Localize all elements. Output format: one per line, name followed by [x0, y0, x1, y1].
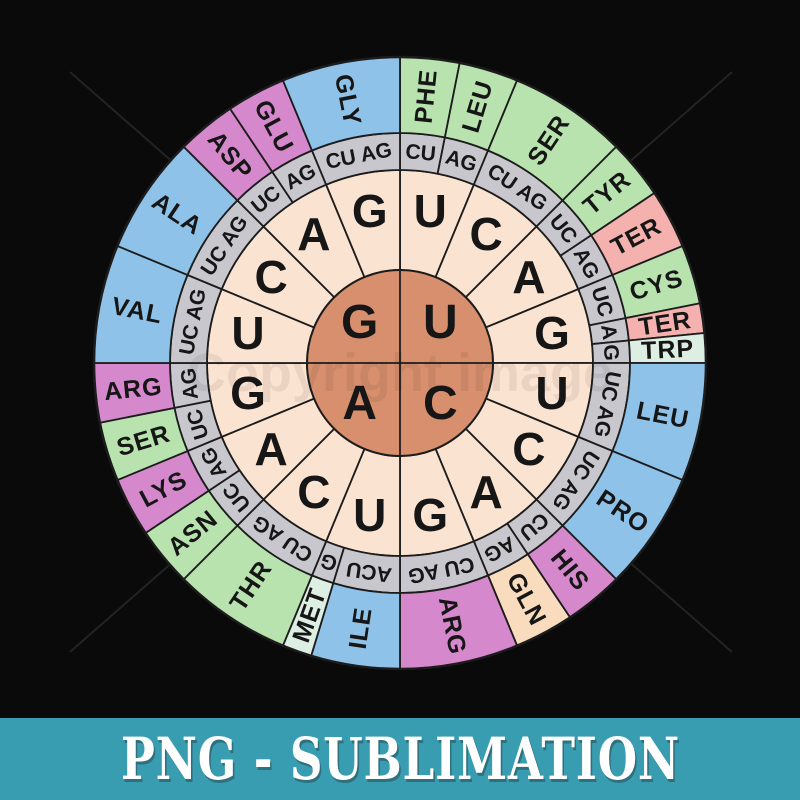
third-bases-text-7: G	[599, 344, 623, 361]
wheel-outline	[92, 55, 708, 671]
second-base-letter-4: U	[535, 367, 568, 419]
third-bases-text-14: G	[317, 548, 340, 575]
copyright-watermark: Copyright image	[187, 343, 613, 403]
second-base-letter-12: U	[231, 307, 264, 359]
amino-label-trp-7: TRP	[641, 335, 695, 366]
second-base-letter-15: G	[352, 185, 388, 237]
amino-label-phe-0: PHE	[410, 68, 443, 125]
second-base-letter-2: A	[512, 251, 545, 303]
second-base-letter-3: G	[534, 307, 570, 359]
second-base-letter-6: A	[469, 466, 502, 518]
second-base-letter-8: U	[353, 489, 386, 541]
second-base-letter-11: G	[230, 367, 266, 419]
third-bases-text-0: CU	[404, 140, 436, 166]
center-letter-G: G	[341, 296, 378, 349]
center-letter-A: A	[342, 377, 377, 430]
banner: PNG - SUBLIMATION	[0, 718, 800, 800]
second-base-letter-10: A	[255, 423, 288, 475]
second-base-letter-5: C	[512, 423, 545, 475]
third-bases-text-19: AG	[177, 367, 203, 401]
second-base-letter-0: U	[414, 185, 447, 237]
banner-text: PNG - SUBLIMATION	[120, 725, 680, 793]
center-letter-U: U	[423, 296, 458, 349]
second-base-letter-1: C	[469, 208, 502, 260]
amino-label-arg-19: ARG	[103, 372, 164, 406]
third-bases-text-6: A	[596, 323, 621, 341]
second-base-letter-7: G	[412, 489, 448, 541]
second-base-letter-14: A	[297, 208, 330, 260]
center-letter-C: C	[423, 377, 458, 430]
second-base-letter-9: C	[297, 466, 330, 518]
second-base-letter-13: C	[255, 251, 288, 303]
amino-label-ile-13: ILE	[344, 605, 378, 651]
